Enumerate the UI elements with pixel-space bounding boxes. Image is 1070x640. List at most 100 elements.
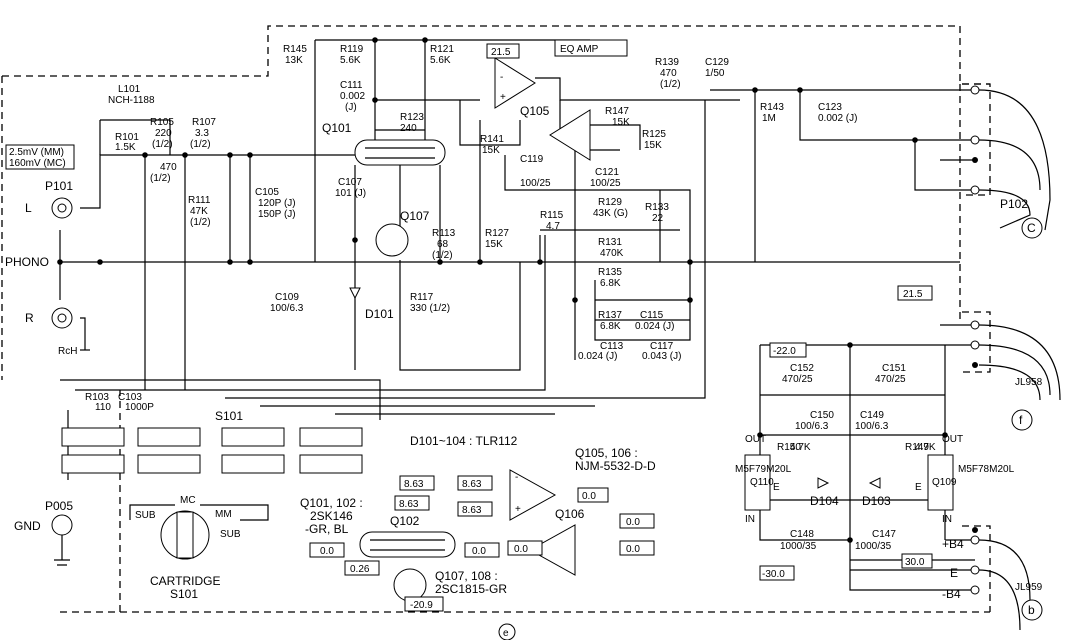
comp: C119 <box>520 154 544 165</box>
voltage: 30.0 <box>905 557 925 568</box>
fet-note-1: Q101, 102 : <box>300 496 363 510</box>
comp: C149 <box>860 410 884 421</box>
comp: 43K (G) <box>593 208 628 219</box>
phono-label: PHONO <box>5 255 49 269</box>
comp: R101 <box>115 132 139 143</box>
svg-text:-: - <box>500 72 503 83</box>
comp: 330 (1/2) <box>410 303 450 314</box>
comp: 240 <box>400 123 417 134</box>
circle-f: f <box>1019 413 1023 427</box>
comp: 5.6K <box>430 55 451 66</box>
comp: NCH-1188 <box>108 95 155 106</box>
comp: C105 <box>255 187 279 198</box>
comp: 0.024 (J) <box>578 351 617 362</box>
comp: C117 <box>650 341 674 352</box>
opamp-note-1: Q105, 106 : <box>575 446 638 460</box>
switch-mm: MM <box>215 509 232 520</box>
voltage: 0.0 <box>582 491 596 502</box>
comp: C123 <box>818 102 842 113</box>
circle-b: b <box>1028 603 1035 617</box>
comp: (1/2) <box>432 250 453 261</box>
comp: 4.7K <box>915 442 936 453</box>
comp: 1M <box>762 113 776 124</box>
comp: 47K <box>190 206 208 217</box>
comp: M5F79M20L <box>735 464 792 475</box>
comp: (J) <box>345 102 357 113</box>
comp: 470/25 <box>875 374 906 385</box>
voltage: 8.63 <box>404 479 424 490</box>
phono-jacks <box>51 197 90 566</box>
labels: EQ AMP 2.5mV (MM) 160mV (MC) D101~104 : … <box>5 44 1043 640</box>
comp: 1.5K <box>115 142 136 153</box>
comp: C107 <box>338 177 362 188</box>
voltage: 0.0 <box>514 544 528 555</box>
comp: R121 <box>430 44 454 55</box>
transistors <box>354 139 456 602</box>
input-level-mm: 2.5mV (MM) <box>9 147 64 158</box>
comp: C113 <box>600 341 624 352</box>
voltage: 0.26 <box>350 564 370 575</box>
comp: (1/2) <box>190 139 211 150</box>
comp: 0.043 (J) <box>642 351 681 362</box>
diodes <box>349 287 881 489</box>
comp: 4.7K <box>790 442 811 453</box>
comp: 0.024 (J) <box>635 321 674 332</box>
title: EQ AMP <box>560 44 599 55</box>
comp: L101 <box>118 84 141 95</box>
comp: (1/2) <box>190 217 211 228</box>
comp: 6.8K <box>600 278 621 289</box>
comp: (1/2) <box>150 173 171 184</box>
comp: C115 <box>640 310 664 321</box>
comp: M5F78M20L <box>958 464 1015 475</box>
circle-e: e <box>503 628 509 639</box>
voltage: 0.0 <box>626 517 640 528</box>
comp: R145 <box>283 44 307 55</box>
svg-text:+: + <box>500 92 506 103</box>
comp: 1000/35 <box>855 541 892 552</box>
comp: R107 <box>192 117 216 128</box>
pin: E <box>773 482 780 493</box>
comp: Q109 <box>932 477 957 488</box>
comp: C111 <box>340 80 363 91</box>
comp: R117 <box>410 292 434 303</box>
jl959-label: JL959 <box>1015 582 1043 593</box>
fet-note-2: 2SK146 <box>310 509 353 523</box>
pin: OUT <box>942 434 963 445</box>
comp: R111 <box>188 195 211 206</box>
comp: 15K <box>612 117 630 128</box>
svg-text:+: + <box>515 504 521 515</box>
comp: R115 <box>540 210 564 221</box>
comp: 110 <box>95 402 111 413</box>
comp: R141 <box>480 134 504 145</box>
comp: R129 <box>598 197 622 208</box>
jl958-label: JL958 <box>1015 377 1043 388</box>
comp: R143 <box>760 102 784 113</box>
comp: Q105 <box>520 104 550 118</box>
comp: 100/25 <box>520 178 551 189</box>
trans-note-1: Q107, 108 : <box>435 569 498 583</box>
trans-note-2: 2SC1815-GR <box>435 582 507 596</box>
comp: 1000/35 <box>780 541 817 552</box>
comp: Q110 <box>750 477 774 488</box>
circle-c: C <box>1027 221 1036 235</box>
voltage: -20.9 <box>410 600 433 611</box>
comp: 22 <box>652 213 664 224</box>
comp: R147 <box>605 106 629 117</box>
p102-label: P102 <box>1000 197 1028 211</box>
comp: Q107 <box>400 209 430 223</box>
comp: 4.7 <box>546 221 560 232</box>
pin: IN <box>942 514 952 525</box>
p005-label: P005 <box>45 499 73 513</box>
pin: OUT <box>745 434 766 445</box>
opamp-note-2: NJM-5532-D-D <box>575 459 656 473</box>
comp: R135 <box>598 267 622 278</box>
comp: 6.8K <box>600 321 621 332</box>
comp: (1/2) <box>660 79 681 90</box>
r-label: R <box>25 311 34 325</box>
comp: (1/2) <box>152 139 173 150</box>
switch-sub2: SUB <box>220 529 241 540</box>
voltage: -22.0 <box>773 346 796 357</box>
voltage: 21.5 <box>903 289 923 300</box>
voltage: 0.0 <box>472 546 486 557</box>
